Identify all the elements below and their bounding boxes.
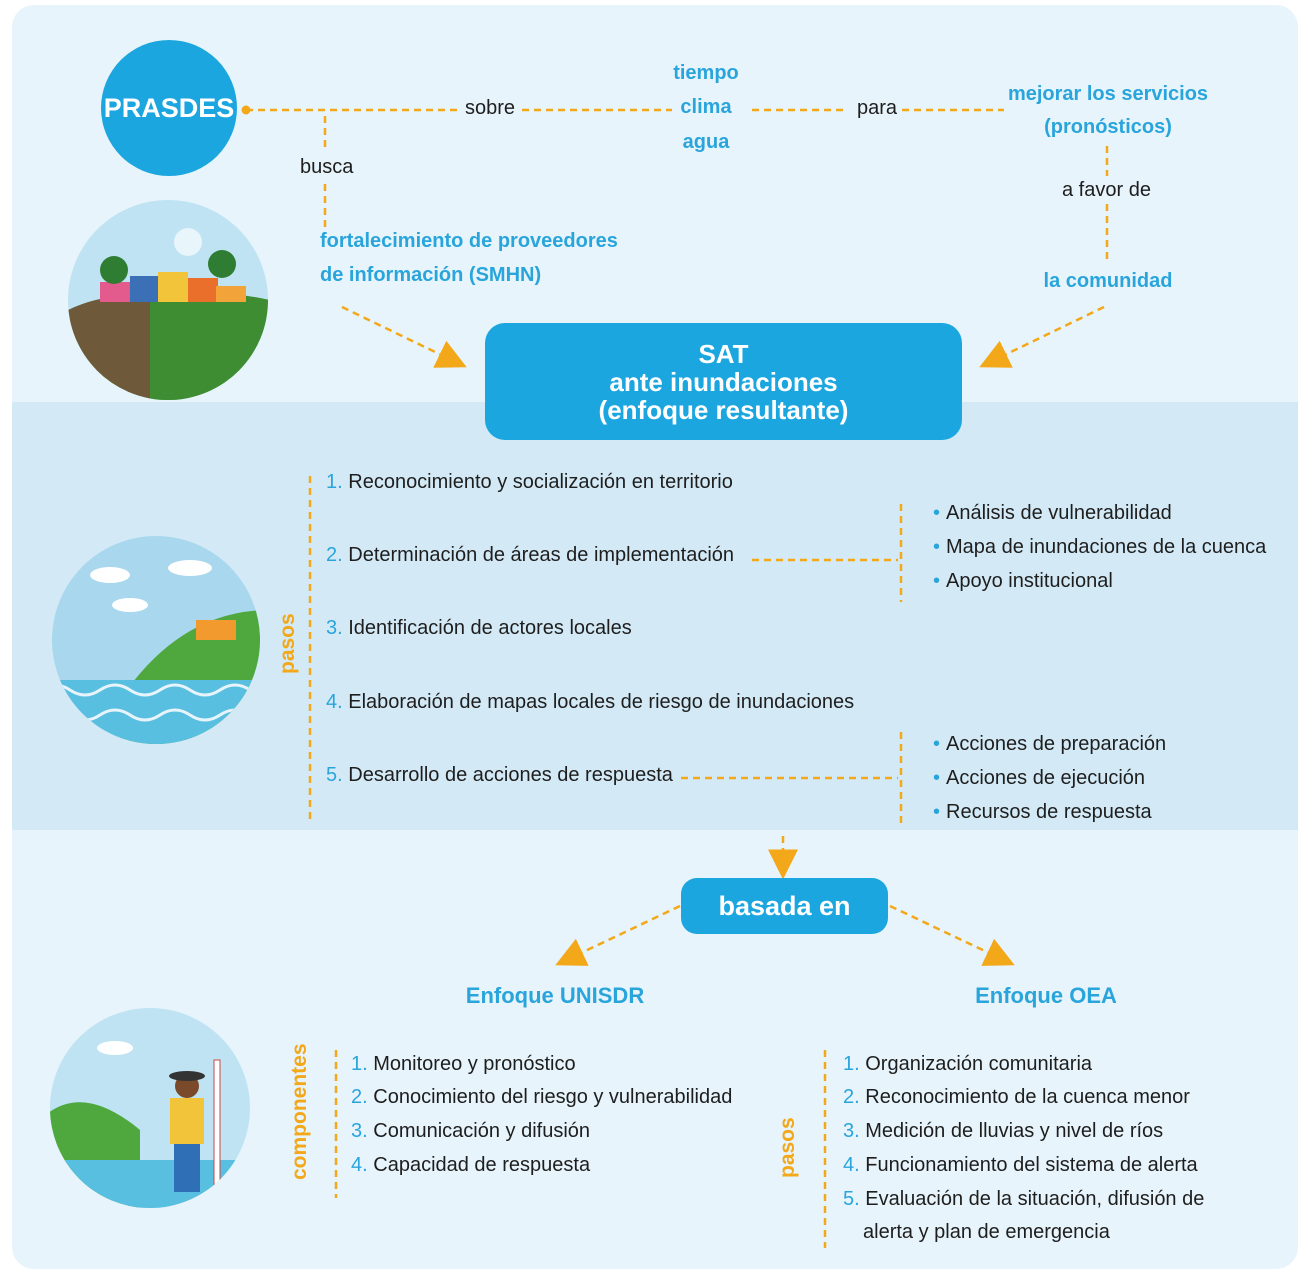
oea-item-5-cont: alerta y plan de emergencia — [863, 1221, 1110, 1243]
arrow-comunidad-sat — [979, 305, 1105, 368]
unisdr-item-1: 1. Monitoreo y pronóstico — [351, 1053, 576, 1075]
topic-clima: clima — [680, 96, 732, 118]
step-4: 4. Elaboración de mapas locales de riesg… — [326, 691, 855, 713]
step2-detail-1: •Análisis de vulnerabilidad — [933, 502, 1172, 524]
gauge-person-illustration — [50, 1008, 250, 1208]
pasos-vertical-label: pasos — [276, 613, 299, 674]
a-favor-de-label: a favor de — [1062, 179, 1151, 201]
mejorar-line1: mejorar los servicios — [1007, 83, 1209, 105]
basada-en-box: basada en — [681, 878, 888, 934]
oea-pasos-vertical-label: pasos — [776, 1117, 799, 1178]
sat-box: SAT ante inundaciones (enfoque resultant… — [485, 323, 962, 440]
step-5: 5. Desarrollo de acciones de respuesta — [326, 764, 673, 786]
unisdr-item-2: 2. Conocimiento del riesgo y vulnerabili… — [351, 1086, 733, 1108]
arrow-basada-oea — [889, 904, 1015, 966]
step5-detail-3: •Recursos de respuesta — [933, 801, 1152, 823]
componentes-vertical-label: componentes — [288, 1043, 311, 1180]
step-3: 3. Identificación de actores locales — [326, 617, 632, 639]
village-illustration — [68, 200, 268, 400]
oea-item-3: 3. Medición de lluvias y nivel de ríos — [843, 1120, 1164, 1142]
step2-detail-2: •Mapa de inundaciones de la cuenca — [933, 536, 1267, 558]
oea-item-5: 5. Evaluación de la situación, difusión … — [843, 1188, 1205, 1210]
sat-line3: (enfoque resultante) — [598, 394, 849, 425]
fortalecimiento-line1: fortalecimiento de proveedores — [320, 230, 618, 252]
sat-title: SAT — [698, 338, 749, 369]
sobre-label: sobre — [465, 97, 516, 119]
unisdr-title: Enfoque UNISDR — [465, 983, 645, 1008]
prasdes-circle: PRASDES — [101, 40, 237, 176]
arrow-basada-unisdr — [555, 904, 681, 966]
unisdr-item-3: 3. Comunicación y difusión — [351, 1120, 591, 1142]
topic-agua: agua — [682, 131, 730, 153]
oea-item-2: 2. Reconocimiento de la cuenca menor — [843, 1086, 1190, 1108]
fortalecimiento-line2: de información (SMHN) — [320, 264, 542, 286]
topic-tiempo: tiempo — [673, 62, 739, 84]
unisdr-item-4: 4. Capacidad de respuesta — [351, 1154, 591, 1176]
para-label: para — [857, 97, 898, 119]
oea-title: Enfoque OEA — [975, 983, 1117, 1008]
step-1: 1. Reconocimiento y socialización en ter… — [326, 471, 733, 493]
step5-detail-2: •Acciones de ejecución — [933, 767, 1146, 789]
step2-detail-3: •Apoyo institucional — [933, 570, 1113, 592]
comunidad-label: la comunidad — [1043, 270, 1173, 292]
arrow-fortalecimiento-sat — [341, 305, 467, 368]
oea-item-4: 4. Funcionamiento del sistema de alerta — [843, 1154, 1198, 1176]
mejorar-line2: (pronósticos) — [1044, 116, 1172, 138]
oea-item-1: 1. Organización comunitaria — [843, 1053, 1093, 1075]
step5-detail-1: •Acciones de preparación — [933, 733, 1167, 755]
busca-label: busca — [300, 156, 354, 178]
prasdes-dot — [241, 105, 251, 115]
flood-illustration — [52, 536, 260, 744]
sat-line2: ante inundaciones — [609, 366, 838, 397]
step-2: 2. Determinación de áreas de implementac… — [326, 544, 735, 566]
